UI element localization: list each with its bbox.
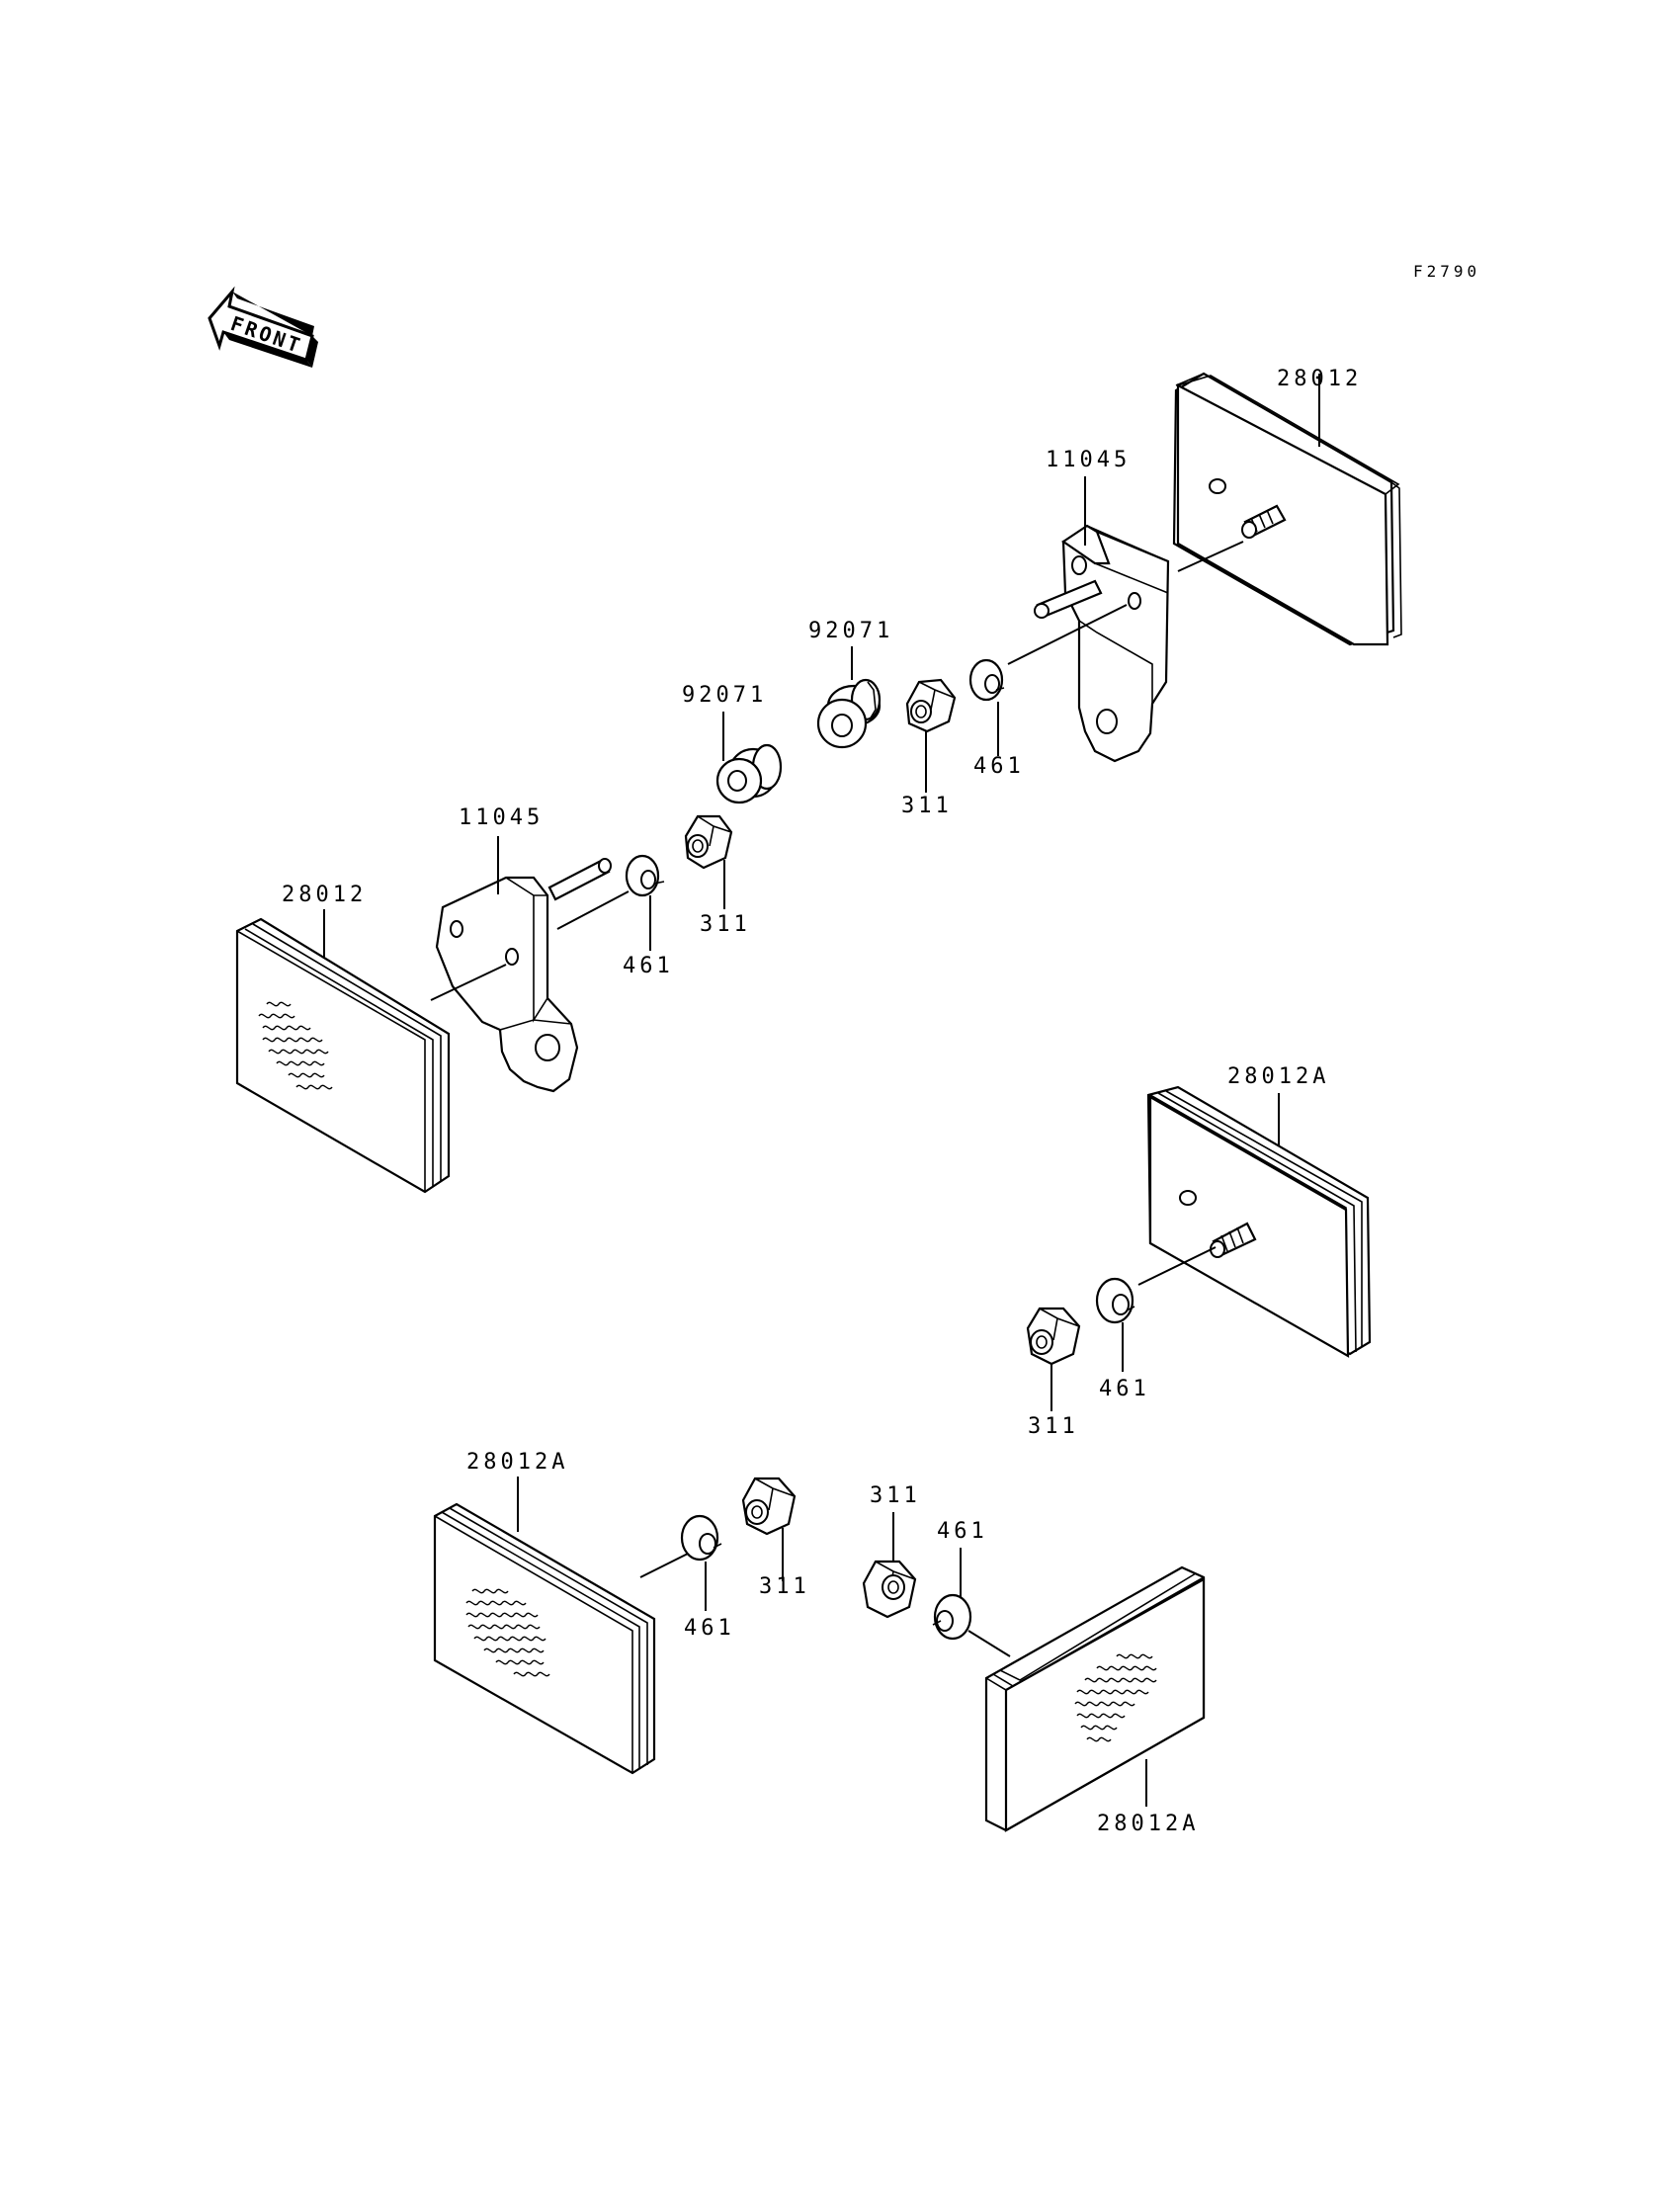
label-311-lower-center: 311 — [870, 1483, 921, 1508]
front-arrow-icon: FRONT — [208, 286, 318, 368]
bracket-right — [1034, 524, 1170, 763]
bracket-left — [435, 858, 612, 1093]
label-311-lower-left: 311 — [759, 1574, 810, 1599]
reflector-pattern — [1074, 1653, 1157, 1742]
stud — [1241, 504, 1287, 539]
reflector-rear-right — [1172, 372, 1402, 646]
label-11045-left: 11045 — [459, 805, 544, 830]
label-311-side: 311 — [1028, 1414, 1079, 1439]
washer-upper-left — [625, 854, 665, 897]
nut-upper-left — [684, 814, 733, 870]
label-461-upper-right: 461 — [973, 754, 1025, 779]
washer-lower-left — [680, 1514, 722, 1562]
label-92071-left: 92071 — [682, 683, 767, 708]
figure-code: F2790 — [1413, 262, 1480, 281]
nut-lower-left — [741, 1477, 797, 1536]
label-28012A-lower-right: 28012A — [1097, 1812, 1199, 1836]
label-28012-upper: 28012 — [1277, 367, 1362, 391]
label-461-lower-center: 461 — [937, 1519, 988, 1544]
reflector-pattern — [258, 1001, 333, 1090]
label-461-lower-left: 461 — [684, 1616, 735, 1641]
reflector-pattern — [465, 1588, 550, 1677]
stud — [1210, 1222, 1257, 1258]
washer-lower-center — [932, 1593, 972, 1641]
label-311-upper-right: 311 — [901, 794, 953, 818]
label-28012A-side: 28012A — [1227, 1064, 1329, 1089]
label-28012-left: 28012 — [282, 883, 367, 907]
grommet-left — [715, 743, 783, 804]
label-92071-center: 92071 — [808, 619, 893, 643]
washer-side-right — [1095, 1277, 1135, 1324]
reflector-side-right — [1146, 1085, 1372, 1358]
reflector-lower-right — [984, 1565, 1206, 1832]
nut-side-right — [1026, 1307, 1081, 1366]
reflector-rear-left — [235, 917, 451, 1194]
label-461-side: 461 — [1099, 1377, 1150, 1401]
label-311-upper-left: 311 — [700, 912, 751, 937]
label-461-upper-left: 461 — [623, 954, 674, 978]
label-28012A-lower-left: 28012A — [466, 1450, 568, 1475]
nut-lower-center — [862, 1560, 917, 1619]
label-11045-right: 11045 — [1046, 448, 1131, 472]
reflector-lower-left — [433, 1502, 656, 1775]
grommet-center — [816, 678, 882, 749]
nut-upper-right — [905, 678, 957, 733]
washer-upper-right — [968, 658, 1005, 702]
